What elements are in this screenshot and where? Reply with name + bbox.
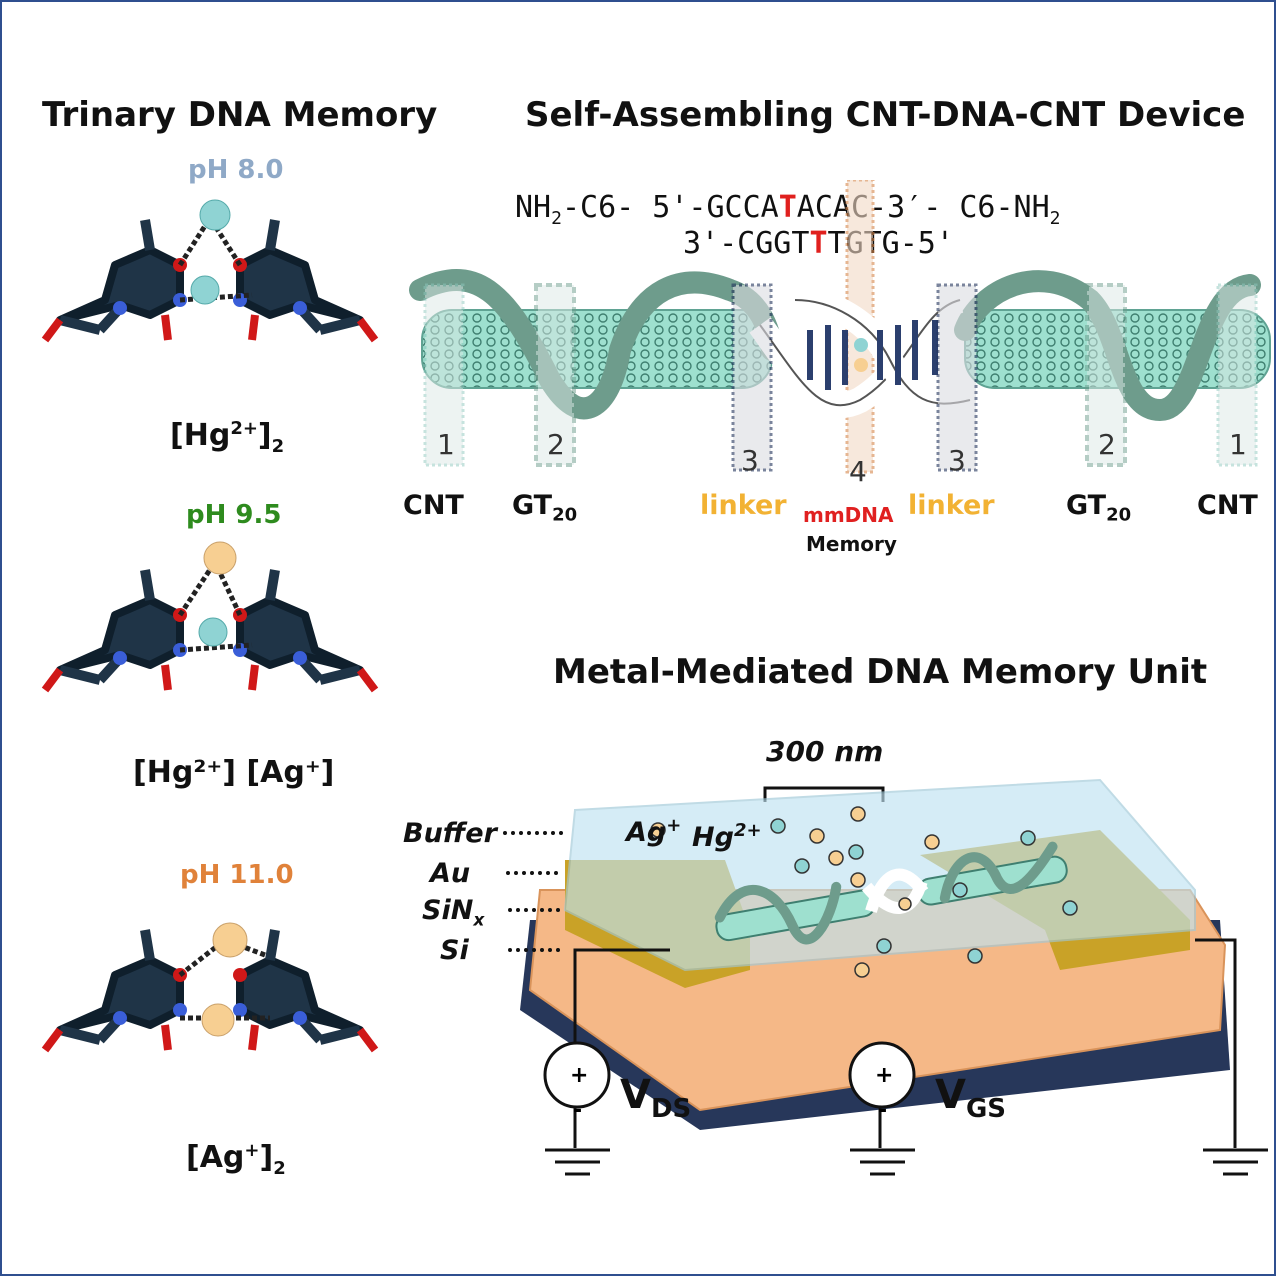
base-pairs xyxy=(807,320,938,390)
state-label-3: [Ag+]2 xyxy=(186,1140,286,1179)
region-number: 2 xyxy=(1098,428,1116,461)
state-label-2: [Hg²⁺] [Ag⁺] xyxy=(133,755,335,790)
label-mmdna: mmDNA xyxy=(803,503,894,527)
label-gt20-left: GT20 xyxy=(512,490,578,526)
ground-symbols xyxy=(545,1148,1268,1176)
region-3-right-box xyxy=(936,283,978,472)
molecule-ag-ag xyxy=(41,922,379,1053)
layer-label-buffer: Buffer xyxy=(403,818,497,849)
vgs-source xyxy=(848,1041,916,1109)
vds-minus: - xyxy=(573,1098,583,1123)
vgs-plus: + xyxy=(875,1063,894,1088)
region-1-left-box xyxy=(423,283,465,467)
unit-title: Metal-Mediated DNA Memory Unit xyxy=(553,652,1208,692)
layer-label-au: Au xyxy=(430,858,471,889)
region-number: 2 xyxy=(547,428,565,461)
thymine-pair xyxy=(41,219,379,343)
vgs-minus: - xyxy=(878,1098,888,1123)
ions-in-buffer xyxy=(650,806,1078,978)
state-label-1: [Hg2+]2 xyxy=(170,418,285,457)
hg-ion xyxy=(190,275,220,305)
region-number: 3 xyxy=(948,444,966,477)
memory-unit-illustration xyxy=(503,778,1268,1176)
ph-label-1: pH 8.0 xyxy=(188,155,284,185)
vds-plus: + xyxy=(570,1063,589,1088)
layer-label-si: Si xyxy=(440,935,469,966)
region-2-left-box xyxy=(534,283,576,467)
molecule-hg-hg xyxy=(41,199,379,343)
label-linker-left: linker xyxy=(700,490,787,521)
label-gt20-right: GT20 xyxy=(1066,490,1132,526)
region-number: 4 xyxy=(849,455,867,488)
device-title: Self-Assembling CNT-DNA-CNT Device xyxy=(525,95,1246,135)
ag-ion xyxy=(203,541,237,575)
label-linker-right: linker xyxy=(908,490,995,521)
label-cnt-right: CNT xyxy=(1197,490,1258,521)
ion-in-duplex xyxy=(854,338,868,352)
label-memory: Memory xyxy=(806,532,897,556)
sequence-top: NH2-C6- 5'-GCCATACAC-3′- C6-NH2 xyxy=(515,190,1061,229)
hg-ion xyxy=(198,617,228,647)
region-number: 1 xyxy=(437,428,455,461)
region-3-left-box xyxy=(731,283,773,472)
ph-label-3: pH 11.0 xyxy=(180,860,294,890)
vds-label: VDS xyxy=(620,1072,692,1124)
left-cnt xyxy=(421,309,773,389)
label-cnt-left: CNT xyxy=(403,490,464,521)
ion-label-hg: Hg2+ xyxy=(692,820,762,853)
region-1-right-box xyxy=(1216,283,1258,467)
vds-source xyxy=(543,1041,611,1109)
layer-label-sinx: SiNx xyxy=(422,895,485,931)
vgs-label: VGS xyxy=(935,1072,1007,1124)
molecule-hg-ag xyxy=(41,541,379,693)
region-2-right-box xyxy=(1085,283,1127,467)
ion-label-ag: Ag+ xyxy=(626,815,682,848)
ag-ion xyxy=(201,1003,235,1037)
region-number: 1 xyxy=(1229,428,1247,461)
layer-leader-dots xyxy=(503,831,563,952)
scale-label: 300 nm xyxy=(766,735,884,768)
ph-label-2: pH 9.5 xyxy=(186,500,282,530)
region-number: 3 xyxy=(741,444,759,477)
left-title: Trinary DNA Memory xyxy=(42,95,438,135)
ion-in-duplex xyxy=(854,358,868,372)
cnt-dna-device-illustration xyxy=(409,180,1271,474)
hg-ion xyxy=(199,199,231,231)
ag-ion xyxy=(212,922,248,958)
